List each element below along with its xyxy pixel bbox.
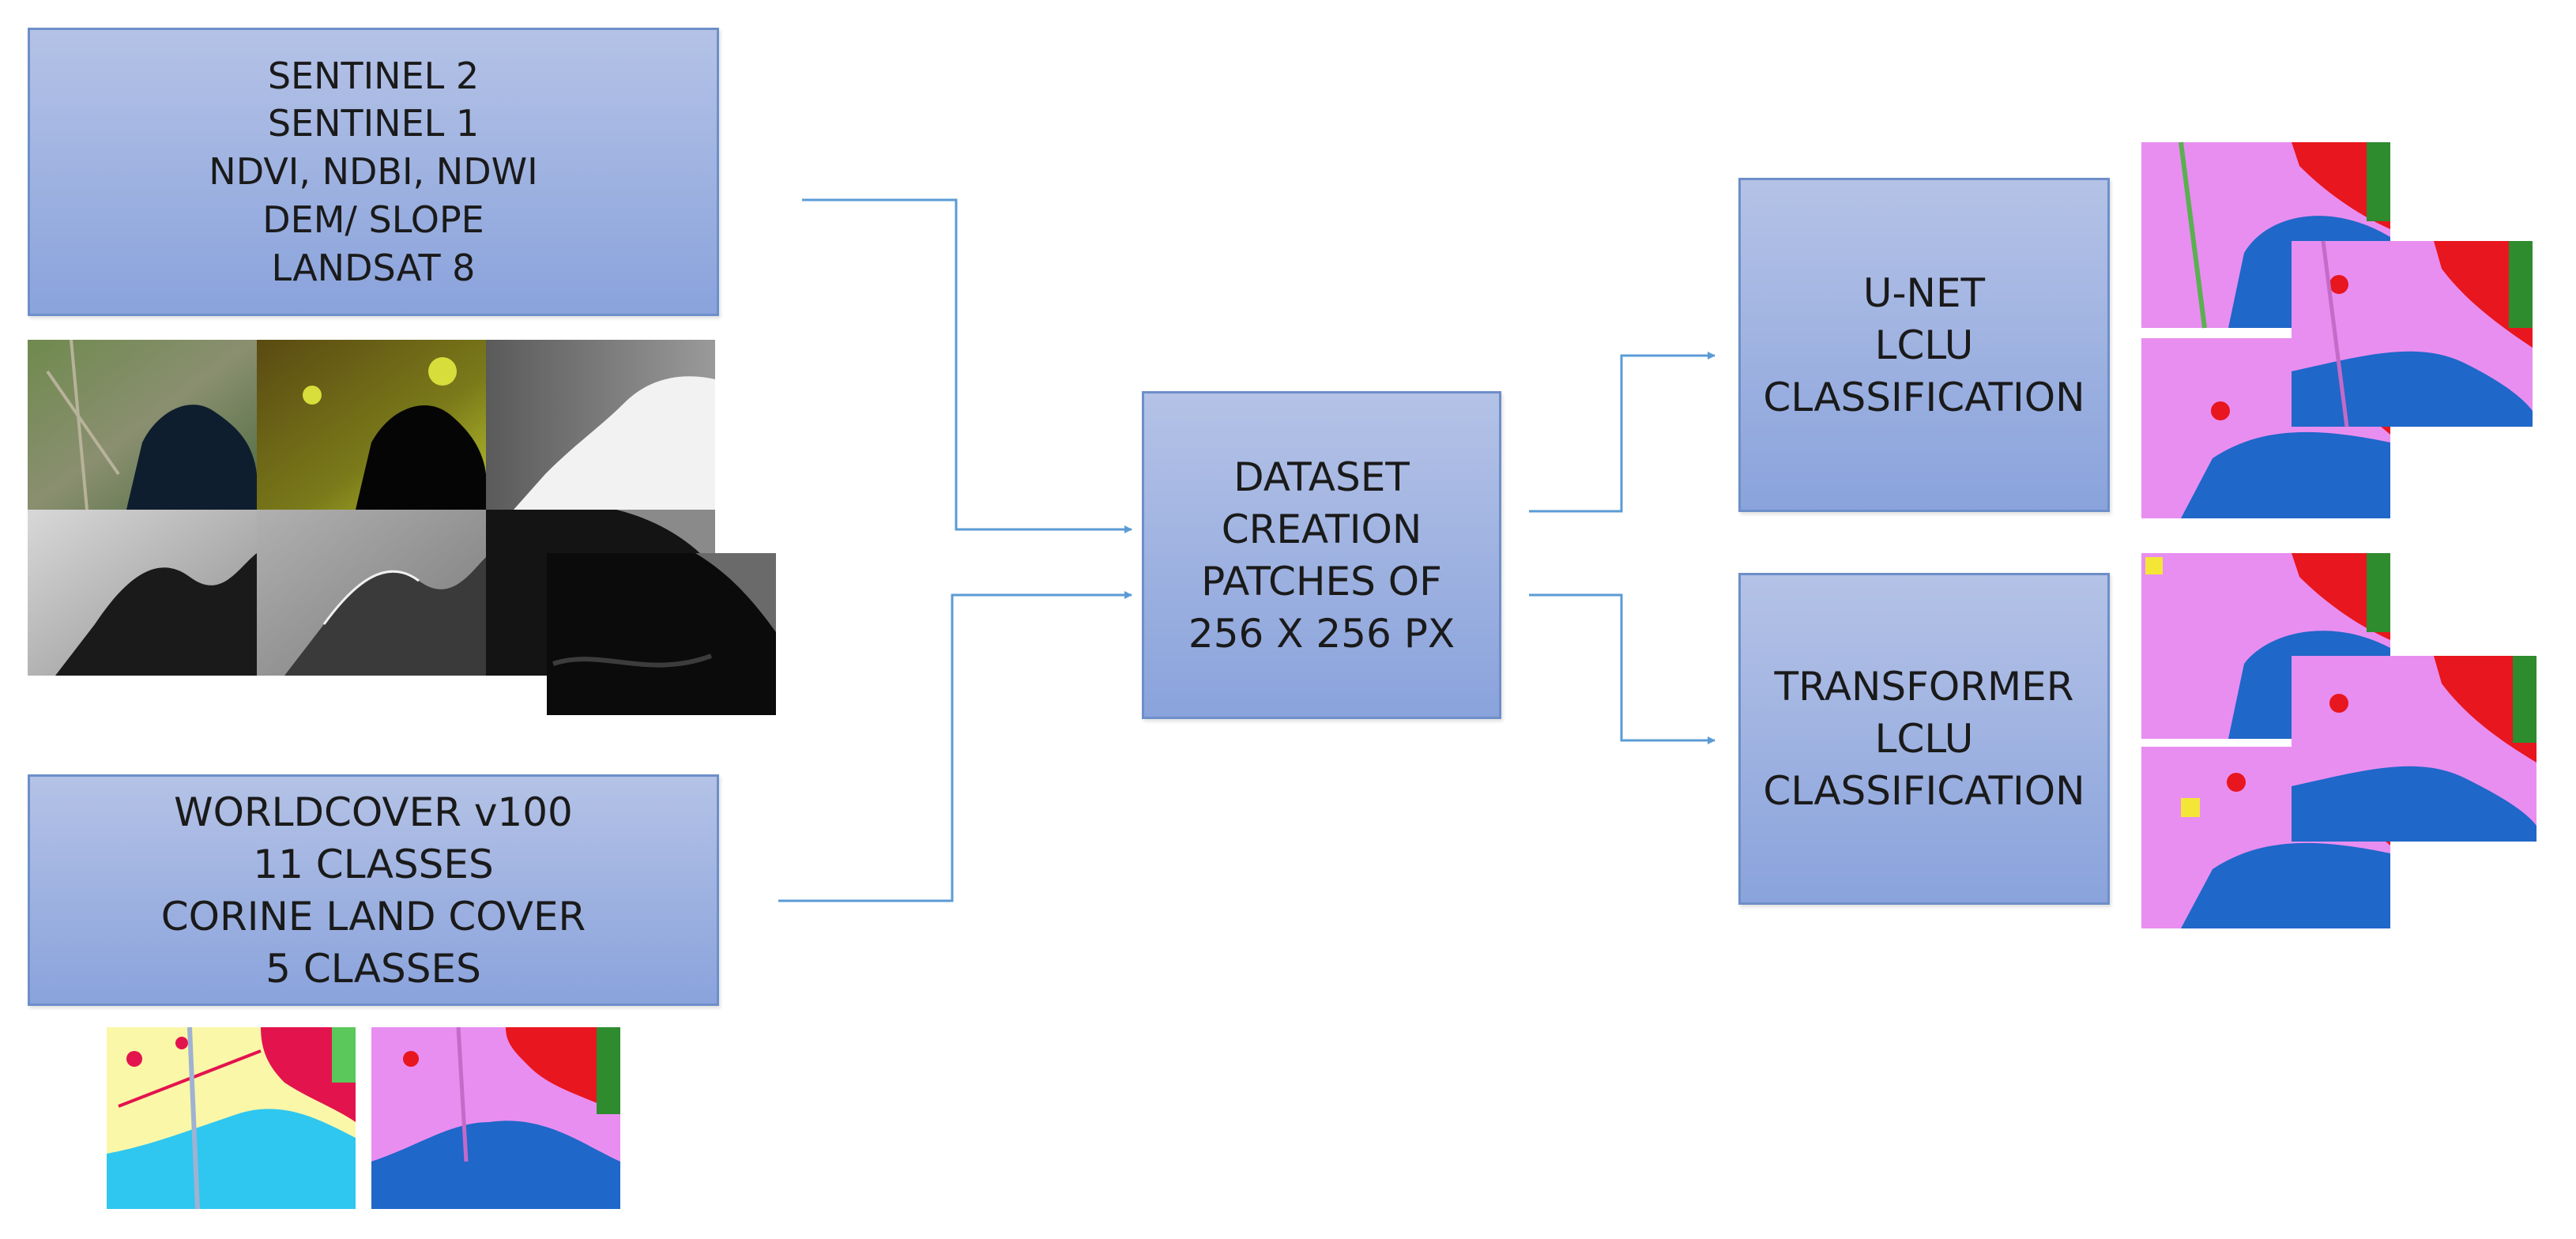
label-sources-box: WORLDCOVER v100 11 CLASSES CORINE LAND C… xyxy=(28,774,719,1006)
dataset-creation-line: 256 X 256 PX xyxy=(1188,610,1456,657)
transformer-classification-line: LCLU xyxy=(1874,716,1974,762)
input-source-line: LANDSAT 8 xyxy=(271,246,476,289)
index-grey-thumbnail-1 xyxy=(28,510,257,676)
label-source-line: 11 CLASSES xyxy=(253,841,494,887)
label-source-line: CORINE LAND COVER xyxy=(160,893,586,940)
connector-dataset-to-unet xyxy=(1529,352,1715,513)
unet-classification-box: U-NET LCLU CLASSIFICATION xyxy=(1738,178,2110,512)
sentinel2-rgb-thumbnail xyxy=(28,339,257,510)
unet-output-map-3 xyxy=(2292,240,2533,427)
transformer-classification-box: TRANSFORMER LCLU CLASSIFICATION xyxy=(1738,573,2110,905)
satellite-imagery-mosaic xyxy=(28,339,776,715)
input-source-line: SENTINEL 1 xyxy=(267,102,480,145)
transformer-output-map-3 xyxy=(2292,656,2536,842)
dataset-creation-line: PATCHES OF xyxy=(1201,558,1442,604)
dataset-creation-box: DATASET CREATION PATCHES OF 256 X 256 PX xyxy=(1142,391,1501,719)
worldcover-label-map xyxy=(107,1026,356,1210)
sentinel1-sar-thumbnail xyxy=(486,340,715,510)
input-source-line: SENTINEL 2 xyxy=(267,54,480,97)
label-source-line: 5 CLASSES xyxy=(266,945,481,992)
transformer-classification-line: TRANSFORMER xyxy=(1774,664,2074,710)
corine-label-map xyxy=(371,1026,620,1209)
input-source-line: DEM/ SLOPE xyxy=(262,198,484,241)
unet-output-maps xyxy=(2141,141,2533,518)
unet-classification-line: LCLU xyxy=(1874,322,1974,368)
transformer-output-maps xyxy=(2141,553,2536,928)
dataset-creation-line: DATASET xyxy=(1233,454,1410,500)
index-grey-thumbnail-2 xyxy=(257,510,486,676)
transformer-classification-line: CLASSIFICATION xyxy=(1763,768,2085,814)
connector-inputs-to-dataset xyxy=(802,198,1132,533)
input-source-line: NDVI, NDBI, NDWI xyxy=(209,150,538,194)
dataset-creation-line: CREATION xyxy=(1221,506,1422,552)
connector-labels-to-dataset xyxy=(778,591,1132,902)
false-color-thumbnail xyxy=(257,340,486,510)
label-source-line: WORLDCOVER v100 xyxy=(174,789,573,835)
landsat8-thumbnail xyxy=(547,553,776,715)
unet-classification-line: U-NET xyxy=(1862,269,1986,316)
input-data-sources-box: SENTINEL 2 SENTINEL 1 NDVI, NDBI, NDWI D… xyxy=(28,28,719,316)
connector-dataset-to-transformer xyxy=(1529,593,1715,744)
unet-classification-line: CLASSIFICATION xyxy=(1763,374,2085,420)
